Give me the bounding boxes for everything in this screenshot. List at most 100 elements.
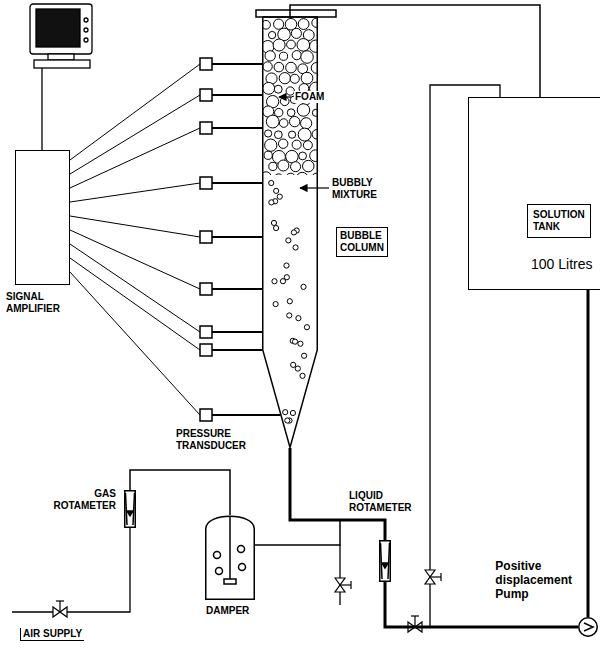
foam-bubble bbox=[291, 162, 301, 172]
column-outline bbox=[262, 17, 318, 448]
gas-bubble bbox=[287, 313, 292, 318]
foam-bubble bbox=[265, 139, 277, 151]
foam-bubble bbox=[266, 115, 279, 128]
foam-bubble bbox=[279, 119, 288, 128]
foam-bubble bbox=[263, 62, 272, 71]
text-holder: PRESSURE TRANSDUCER bbox=[176, 428, 246, 452]
gas-bubble bbox=[295, 366, 300, 371]
foam-bubble bbox=[303, 141, 312, 150]
valve-symbol bbox=[408, 616, 422, 632]
gas-rotameter-label: GAS ROTAMETER bbox=[53, 488, 116, 512]
gas-bubble bbox=[298, 341, 303, 346]
pressure-transducer bbox=[200, 344, 212, 356]
foam-bubble bbox=[278, 139, 287, 148]
pipe-connector bbox=[587, 290, 590, 617]
foam-bubble bbox=[287, 40, 296, 49]
air-supply-label: AIR SUPPLY bbox=[20, 628, 84, 641]
valve-symbol bbox=[350, 581, 351, 589]
liquid-rotameter-label: LIQUID ROTAMETER bbox=[349, 490, 412, 514]
transducer-tap bbox=[212, 331, 262, 333]
foam-bubble bbox=[301, 51, 314, 64]
signal-wire bbox=[70, 64, 200, 160]
valve-symbol bbox=[414, 616, 415, 627]
foam-bubble bbox=[286, 150, 299, 163]
computer-symbol bbox=[30, 4, 92, 54]
transducer-tap bbox=[212, 94, 262, 96]
foam-bubble bbox=[288, 131, 295, 138]
transducer-tap bbox=[212, 236, 262, 238]
foam-bubble bbox=[274, 19, 284, 29]
signal-wire bbox=[70, 258, 200, 350]
positive-displacement-pump: Positive displacement Pump bbox=[578, 617, 598, 637]
float bbox=[127, 511, 133, 516]
gas-bubble bbox=[296, 316, 301, 321]
foam-bubble bbox=[269, 162, 277, 170]
computer-symbol bbox=[84, 38, 88, 42]
text-holder: DAMPER bbox=[206, 605, 249, 617]
gas-bubble bbox=[290, 410, 295, 415]
computer-symbol bbox=[30, 4, 92, 150]
computer-symbol bbox=[84, 18, 88, 22]
text-holder: LIQUID ROTAMETER bbox=[349, 490, 412, 514]
foam-bubble bbox=[292, 140, 301, 149]
text-holder: FOAM bbox=[294, 91, 325, 103]
rotameter-tube bbox=[125, 491, 136, 528]
bubbly-mixture-label: BUBBLY MIXTURE bbox=[332, 177, 377, 201]
foam-bubble bbox=[301, 118, 312, 129]
text-holder: BUBBLE COLUMN bbox=[336, 227, 388, 257]
computer-symbol bbox=[84, 28, 88, 32]
foam-bubble bbox=[292, 51, 301, 60]
gas-bubble bbox=[273, 225, 278, 230]
rotameter-tube bbox=[380, 541, 391, 582]
annotation-arrows bbox=[279, 97, 329, 188]
pipework bbox=[12, 528, 130, 612]
float bbox=[382, 563, 388, 568]
pressure-transducer-wiring bbox=[70, 58, 281, 421]
tank-name-box: SOLUTION TANK bbox=[527, 204, 591, 238]
gas-bubble bbox=[273, 301, 278, 306]
gas-bubble bbox=[302, 353, 307, 358]
amplifier-label: SIGNAL AMPLIFIER bbox=[6, 291, 60, 315]
pipework bbox=[12, 85, 500, 627]
gas-bubble bbox=[286, 238, 291, 243]
signal-amplifier: SIGNAL AMPLIFIER bbox=[15, 150, 70, 285]
vessel-wall bbox=[206, 516, 255, 599]
gas-bubble bbox=[285, 418, 290, 423]
valve-symbol bbox=[56, 600, 64, 601]
foam-bubble bbox=[278, 160, 289, 171]
foam-bubble bbox=[286, 173, 296, 175]
damper-vessel: DAMPER bbox=[205, 515, 255, 600]
foam-bubble bbox=[298, 19, 309, 30]
gas-bubble bbox=[301, 284, 306, 289]
sparger bbox=[224, 579, 236, 584]
valve-symbol bbox=[440, 573, 441, 581]
gas-bubble bbox=[300, 373, 305, 378]
text-holder: SIGNAL AMPLIFIER bbox=[6, 291, 60, 315]
gas-bubble bbox=[291, 230, 296, 235]
pipe-connector bbox=[385, 582, 578, 627]
foam-bubble bbox=[280, 97, 289, 106]
damper-bubble bbox=[238, 546, 245, 553]
foam-bubble bbox=[301, 72, 313, 84]
foam-bubble bbox=[287, 109, 295, 117]
transducer-tap bbox=[212, 127, 262, 129]
gas-bubble bbox=[284, 263, 289, 268]
foam-bubble bbox=[279, 52, 287, 60]
pipe-connector bbox=[290, 5, 540, 97]
circle-outline bbox=[578, 617, 598, 637]
computer-symbol bbox=[34, 60, 90, 68]
foam-bubble bbox=[264, 151, 272, 159]
rotameter-outline bbox=[379, 540, 391, 582]
signal-wire bbox=[70, 216, 200, 237]
pipework bbox=[339, 545, 340, 605]
pressure-transducer bbox=[200, 283, 212, 295]
pressure-transducer bbox=[200, 409, 212, 421]
foam-bubble bbox=[291, 28, 301, 38]
annotation-arrows bbox=[279, 96, 291, 97]
signal-wire bbox=[70, 230, 200, 289]
damper-outline bbox=[205, 515, 255, 600]
gas-bubble bbox=[280, 279, 285, 284]
computer-symbol bbox=[48, 54, 74, 60]
dip-tube bbox=[229, 516, 231, 579]
